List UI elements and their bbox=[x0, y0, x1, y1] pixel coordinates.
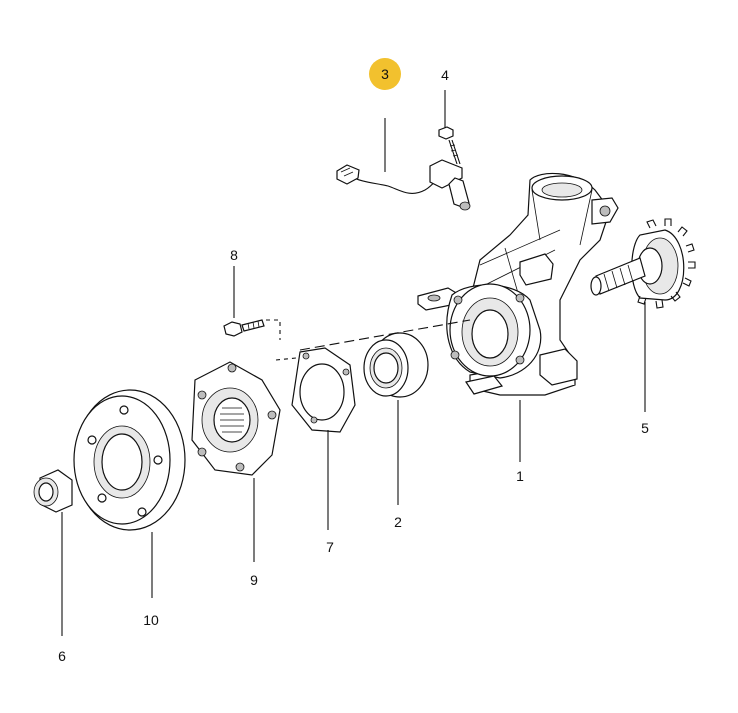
callout-7[interactable]: 7 bbox=[326, 539, 334, 555]
callout-10[interactable]: 10 bbox=[143, 612, 159, 628]
callout-3[interactable]: 3 bbox=[381, 66, 389, 82]
part-2-wheel-bearing bbox=[363, 332, 429, 505]
callout-4[interactable]: 4 bbox=[441, 67, 449, 83]
part-1-wheel-bearing-housing bbox=[417, 172, 619, 462]
callout-highlight bbox=[369, 58, 401, 90]
part-10-brake-disc bbox=[73, 389, 186, 598]
part-3-abs-sensor bbox=[336, 118, 471, 211]
part-6-nut bbox=[33, 469, 73, 636]
callout-1[interactable]: 1 bbox=[516, 468, 524, 484]
callout-2[interactable]: 2 bbox=[394, 514, 402, 530]
part-7-cover-plate bbox=[291, 347, 356, 530]
alignment-line bbox=[299, 319, 471, 351]
callout-8[interactable]: 8 bbox=[230, 247, 238, 263]
gear-teeth bbox=[637, 218, 696, 309]
part-4-screw bbox=[438, 90, 461, 165]
callout-9[interactable]: 9 bbox=[250, 572, 258, 588]
part-8-bolt bbox=[223, 266, 297, 361]
part-5-drive-shaft bbox=[590, 218, 696, 412]
part-9-hub-flange bbox=[191, 361, 281, 562]
callout-6[interactable]: 6 bbox=[58, 648, 66, 664]
callout-5[interactable]: 5 bbox=[641, 420, 649, 436]
